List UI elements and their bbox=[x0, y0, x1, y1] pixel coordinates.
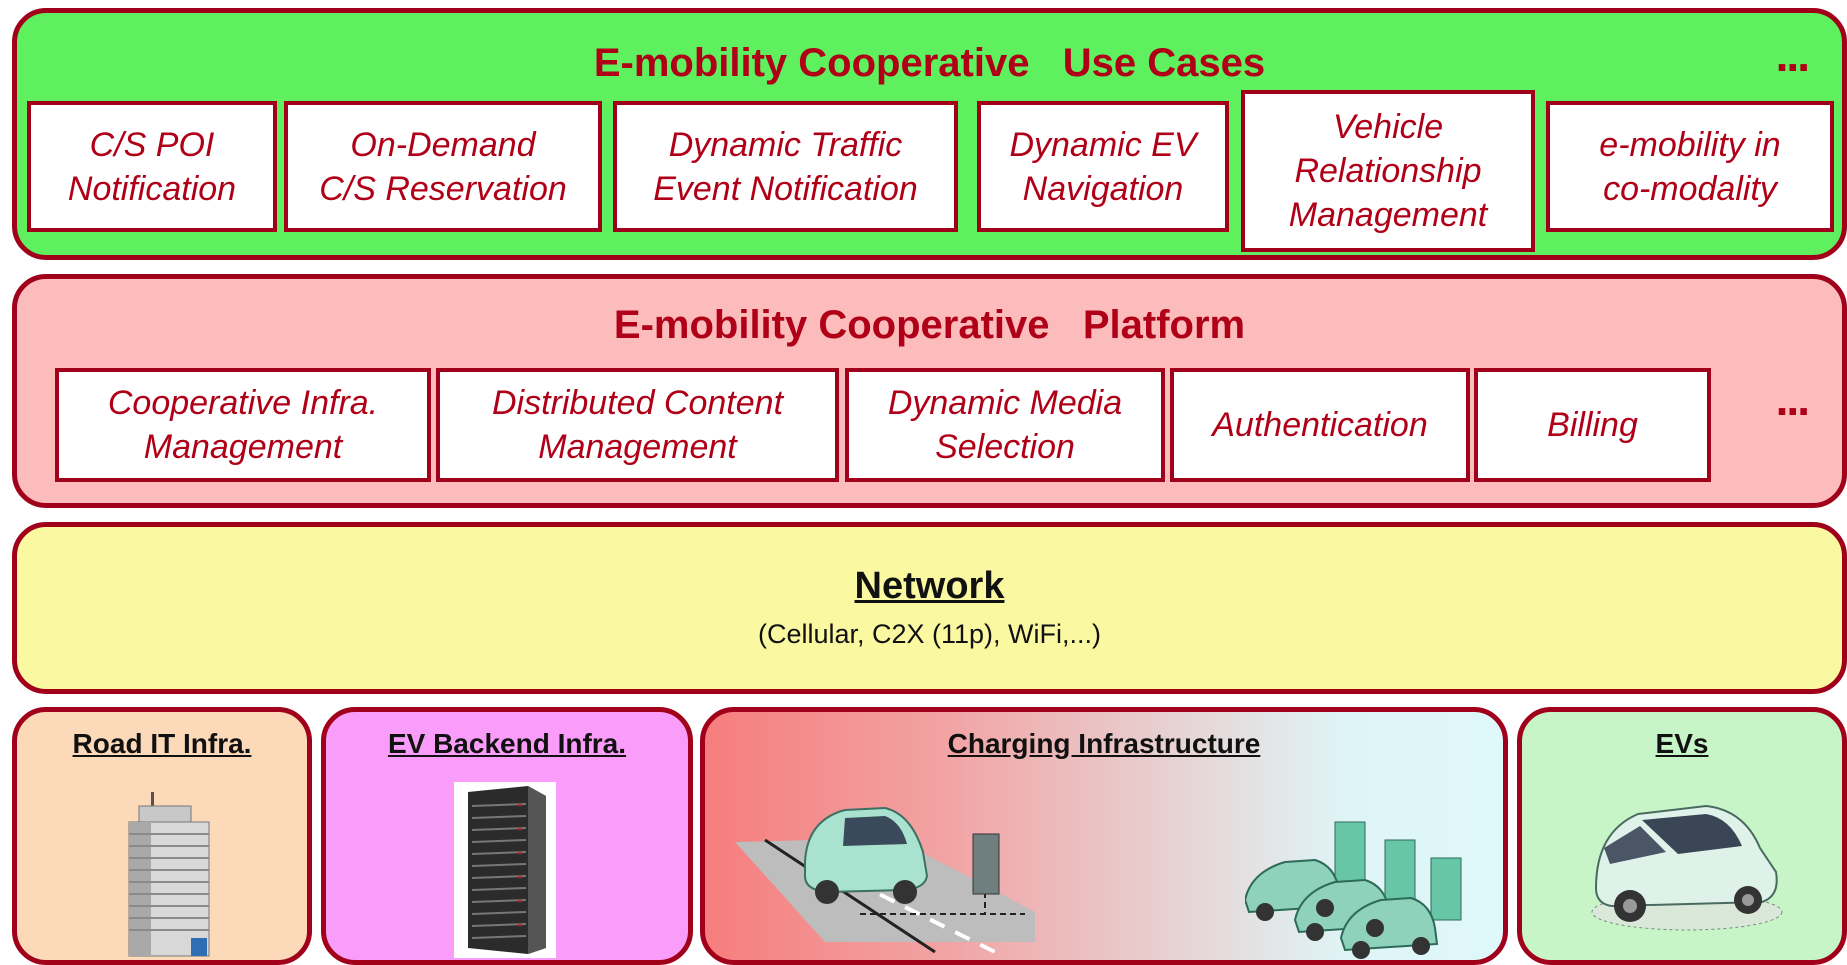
platform-box-authentication: Authentication bbox=[1170, 368, 1470, 482]
use-cases-more-indicator: ... bbox=[1775, 29, 1810, 81]
charging-infrastructure-panel: Charging Infrastructure bbox=[700, 707, 1508, 965]
server-rack-icon bbox=[454, 782, 556, 958]
network-subtitle: (Cellular, C2X (11p), WiFi,...) bbox=[757, 619, 1102, 649]
platform-box-cooperative-infra: Cooperative Infra. Management bbox=[55, 368, 431, 482]
road-it-infra-title: Road IT Infra. bbox=[72, 728, 252, 759]
use-case-box-e-mobility-co-modality: e-mobility in co-modality bbox=[1546, 101, 1834, 232]
platform-title: E-mobility Cooperative Platform bbox=[613, 303, 1246, 347]
road-it-infra-panel: Road IT Infra. bbox=[12, 707, 312, 965]
evs-panel: EVs bbox=[1517, 707, 1847, 965]
platform-box-billing: Billing bbox=[1474, 368, 1711, 482]
ev-backend-infra-title: EV Backend Infra. bbox=[387, 728, 627, 759]
wireless-charging-road-icon bbox=[735, 806, 1035, 954]
network-layer: Network (Cellular, C2X (11p), WiFi,...) bbox=[12, 522, 1847, 694]
use-case-box-cs-poi-notification: C/S POI Notification bbox=[27, 101, 277, 232]
use-case-box-dynamic-traffic-event: Dynamic Traffic Event Notification bbox=[613, 101, 958, 232]
use-case-box-vehicle-relationship: Vehicle Relationship Management bbox=[1241, 90, 1535, 252]
charging-station-cars-icon bbox=[1245, 821, 1462, 959]
platform-more-indicator: ... bbox=[1775, 373, 1810, 425]
charging-infrastructure-title: Charging Infrastructure bbox=[947, 728, 1261, 759]
use-case-box-dynamic-ev-navigation: Dynamic EV Navigation bbox=[977, 101, 1229, 232]
network-title: Network bbox=[854, 565, 1005, 607]
platform-box-dynamic-media: Dynamic Media Selection bbox=[845, 368, 1165, 482]
use-case-box-on-demand-reservation: On-Demand C/S Reservation bbox=[284, 101, 602, 232]
platform-box-distributed-content: Distributed Content Management bbox=[436, 368, 839, 482]
electric-car-icon bbox=[1591, 804, 1783, 931]
use-cases-title: E-mobility Cooperative Use Cases bbox=[593, 41, 1266, 85]
evs-title: EVs bbox=[1655, 728, 1709, 759]
office-building-icon bbox=[128, 792, 210, 957]
ev-backend-infra-panel: EV Backend Infra. bbox=[321, 707, 693, 965]
